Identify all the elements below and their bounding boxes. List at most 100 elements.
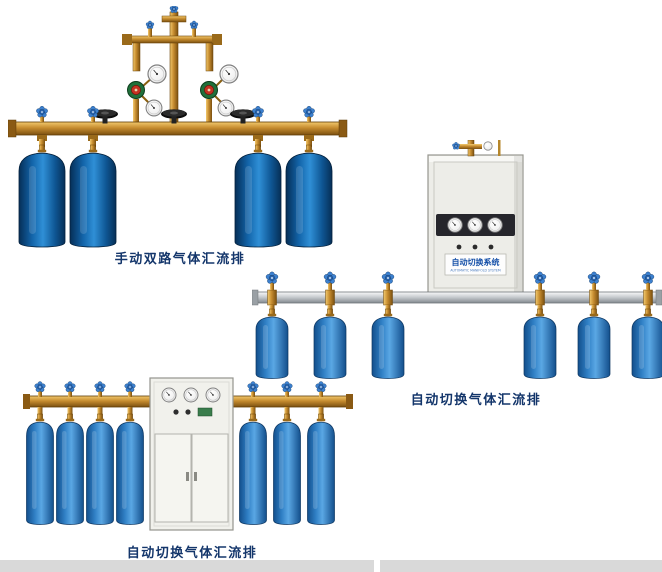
cylinder-neck-icon — [325, 308, 335, 317]
pressure-gauge-icon — [447, 217, 463, 233]
cylinder-neck-icon — [535, 308, 545, 317]
pressure-gauge-icon — [483, 141, 493, 151]
gas-cylinder-icon — [69, 152, 117, 248]
cylinder-neck-icon — [643, 308, 653, 317]
handwheel-valve-icon — [161, 109, 187, 124]
cylinder-station — [255, 271, 289, 379]
cabinet-nameplate — [444, 253, 507, 276]
gas-cylinder-icon — [307, 421, 335, 525]
manual-dual-manifold-photo — [8, 6, 348, 248]
cylinder-neck-icon — [267, 308, 277, 317]
indicator-dot-icon — [185, 409, 191, 415]
cylinder-station — [313, 271, 347, 379]
valve-handle-icon — [302, 105, 316, 118]
pressure-gauge-icon — [219, 64, 239, 84]
cylinder-neck-icon — [125, 413, 135, 422]
product-caption: 手动双路气体汇流排 — [114, 252, 246, 267]
pressure-gauge-icon — [183, 387, 199, 403]
gas-cylinder-icon — [18, 152, 66, 248]
valve-handle-icon — [86, 105, 100, 118]
cabinet-label-sub: AUTOMATIC MANIFOLD SYSTEM — [450, 269, 501, 273]
auto-switch-manifold-floor-photo — [23, 377, 353, 531]
valve-handle-icon — [251, 105, 265, 118]
gas-cylinder-icon — [631, 316, 662, 379]
cylinder-station — [234, 105, 282, 248]
valve-handle-icon — [315, 381, 327, 393]
gas-cylinder-icon — [255, 316, 289, 379]
valve-handle-icon — [641, 271, 655, 284]
cylinder-neck-icon — [316, 413, 326, 422]
valve-handle-icon — [452, 141, 460, 150]
cabinet-top-fittings — [452, 140, 501, 157]
valve-handle-icon — [35, 105, 49, 118]
cylinder-neck-icon — [589, 308, 599, 317]
valve-handle-icon — [64, 381, 76, 393]
valve-handle-icon — [533, 271, 547, 284]
cylinder-station — [523, 271, 557, 379]
product-caption: 自动切换气体汇流排 — [410, 393, 542, 408]
cylinder-station — [307, 381, 335, 525]
gas-cylinder-icon — [273, 421, 301, 525]
valve-handle-icon — [281, 381, 293, 393]
valve-handle-icon — [145, 20, 155, 29]
control-module — [197, 407, 213, 417]
pressure-gauge-icon — [161, 387, 177, 403]
gas-cylinder-icon — [56, 421, 84, 525]
valve-handle-icon — [265, 271, 279, 284]
cylinder-neck-icon — [248, 413, 258, 422]
cylinder-station — [285, 105, 333, 248]
manifold-bar — [252, 289, 662, 306]
cylinder-station — [577, 271, 611, 379]
indicator-dot-icon — [173, 409, 179, 415]
gas-cylinder-icon — [313, 316, 347, 379]
cylinder-station — [26, 381, 54, 525]
cylinder-station — [371, 271, 405, 379]
gas-cylinder-icon — [26, 421, 54, 525]
control-cabinet: 自动切换系统 AUTOMATIC MANIFOLD SYSTEM — [427, 154, 524, 294]
valve-handle-icon — [247, 381, 259, 393]
pressure-gauge-icon — [205, 387, 221, 403]
cabinet-label: 自动切换系统 — [452, 257, 500, 267]
cylinder-station — [86, 381, 114, 525]
valve-handle-icon — [587, 271, 601, 284]
cylinder-neck-icon — [65, 413, 75, 422]
cabinet-door-left — [154, 433, 192, 523]
top-tee-assembly — [122, 6, 222, 125]
gas-cylinder-icon — [371, 316, 405, 379]
pressure-gauge-icon — [467, 217, 483, 233]
indicator-dot-icon — [488, 244, 494, 250]
cylinder-station — [69, 105, 117, 248]
pressure-gauge-icon — [147, 64, 167, 84]
valve-handle-icon — [189, 20, 199, 29]
valve-handle-icon — [94, 381, 106, 393]
indicator-dot-icon — [472, 244, 478, 250]
gas-cylinder-icon — [116, 421, 144, 525]
valve-handle-icon — [124, 381, 136, 393]
auto-switch-manifold-wall-photo: 自动切换系统 AUTOMATIC MANIFOLD SYSTEM — [252, 140, 662, 379]
valve-handle-icon — [381, 271, 395, 284]
pressure-gauge-icon — [487, 217, 503, 233]
footer-bar-left — [0, 560, 374, 572]
door-handle-icon — [194, 472, 197, 481]
cabinet-door-right — [191, 433, 229, 523]
manifold-pipe — [8, 119, 348, 138]
floor-cabinet — [149, 377, 234, 531]
cylinder-station — [631, 271, 662, 379]
valve-handle-icon — [34, 381, 46, 393]
cylinder-station — [56, 381, 84, 525]
product-caption: 自动切换气体汇流排 — [126, 546, 258, 561]
cylinder-station — [239, 381, 267, 525]
cylinder-neck-icon — [35, 413, 45, 422]
gas-cylinder-icon — [239, 421, 267, 525]
gas-cylinder-icon — [577, 316, 611, 379]
cylinder-neck-icon — [282, 413, 292, 422]
valve-handle-icon — [169, 6, 179, 14]
gas-cylinder-icon — [523, 316, 557, 379]
handwheel-valve-icon — [230, 109, 256, 124]
cylinder-neck-icon — [95, 413, 105, 422]
valve-handle-icon — [323, 271, 337, 284]
regulator-station-right — [200, 64, 239, 124]
cylinder-station — [116, 381, 144, 525]
regulator-station-left — [127, 64, 167, 124]
